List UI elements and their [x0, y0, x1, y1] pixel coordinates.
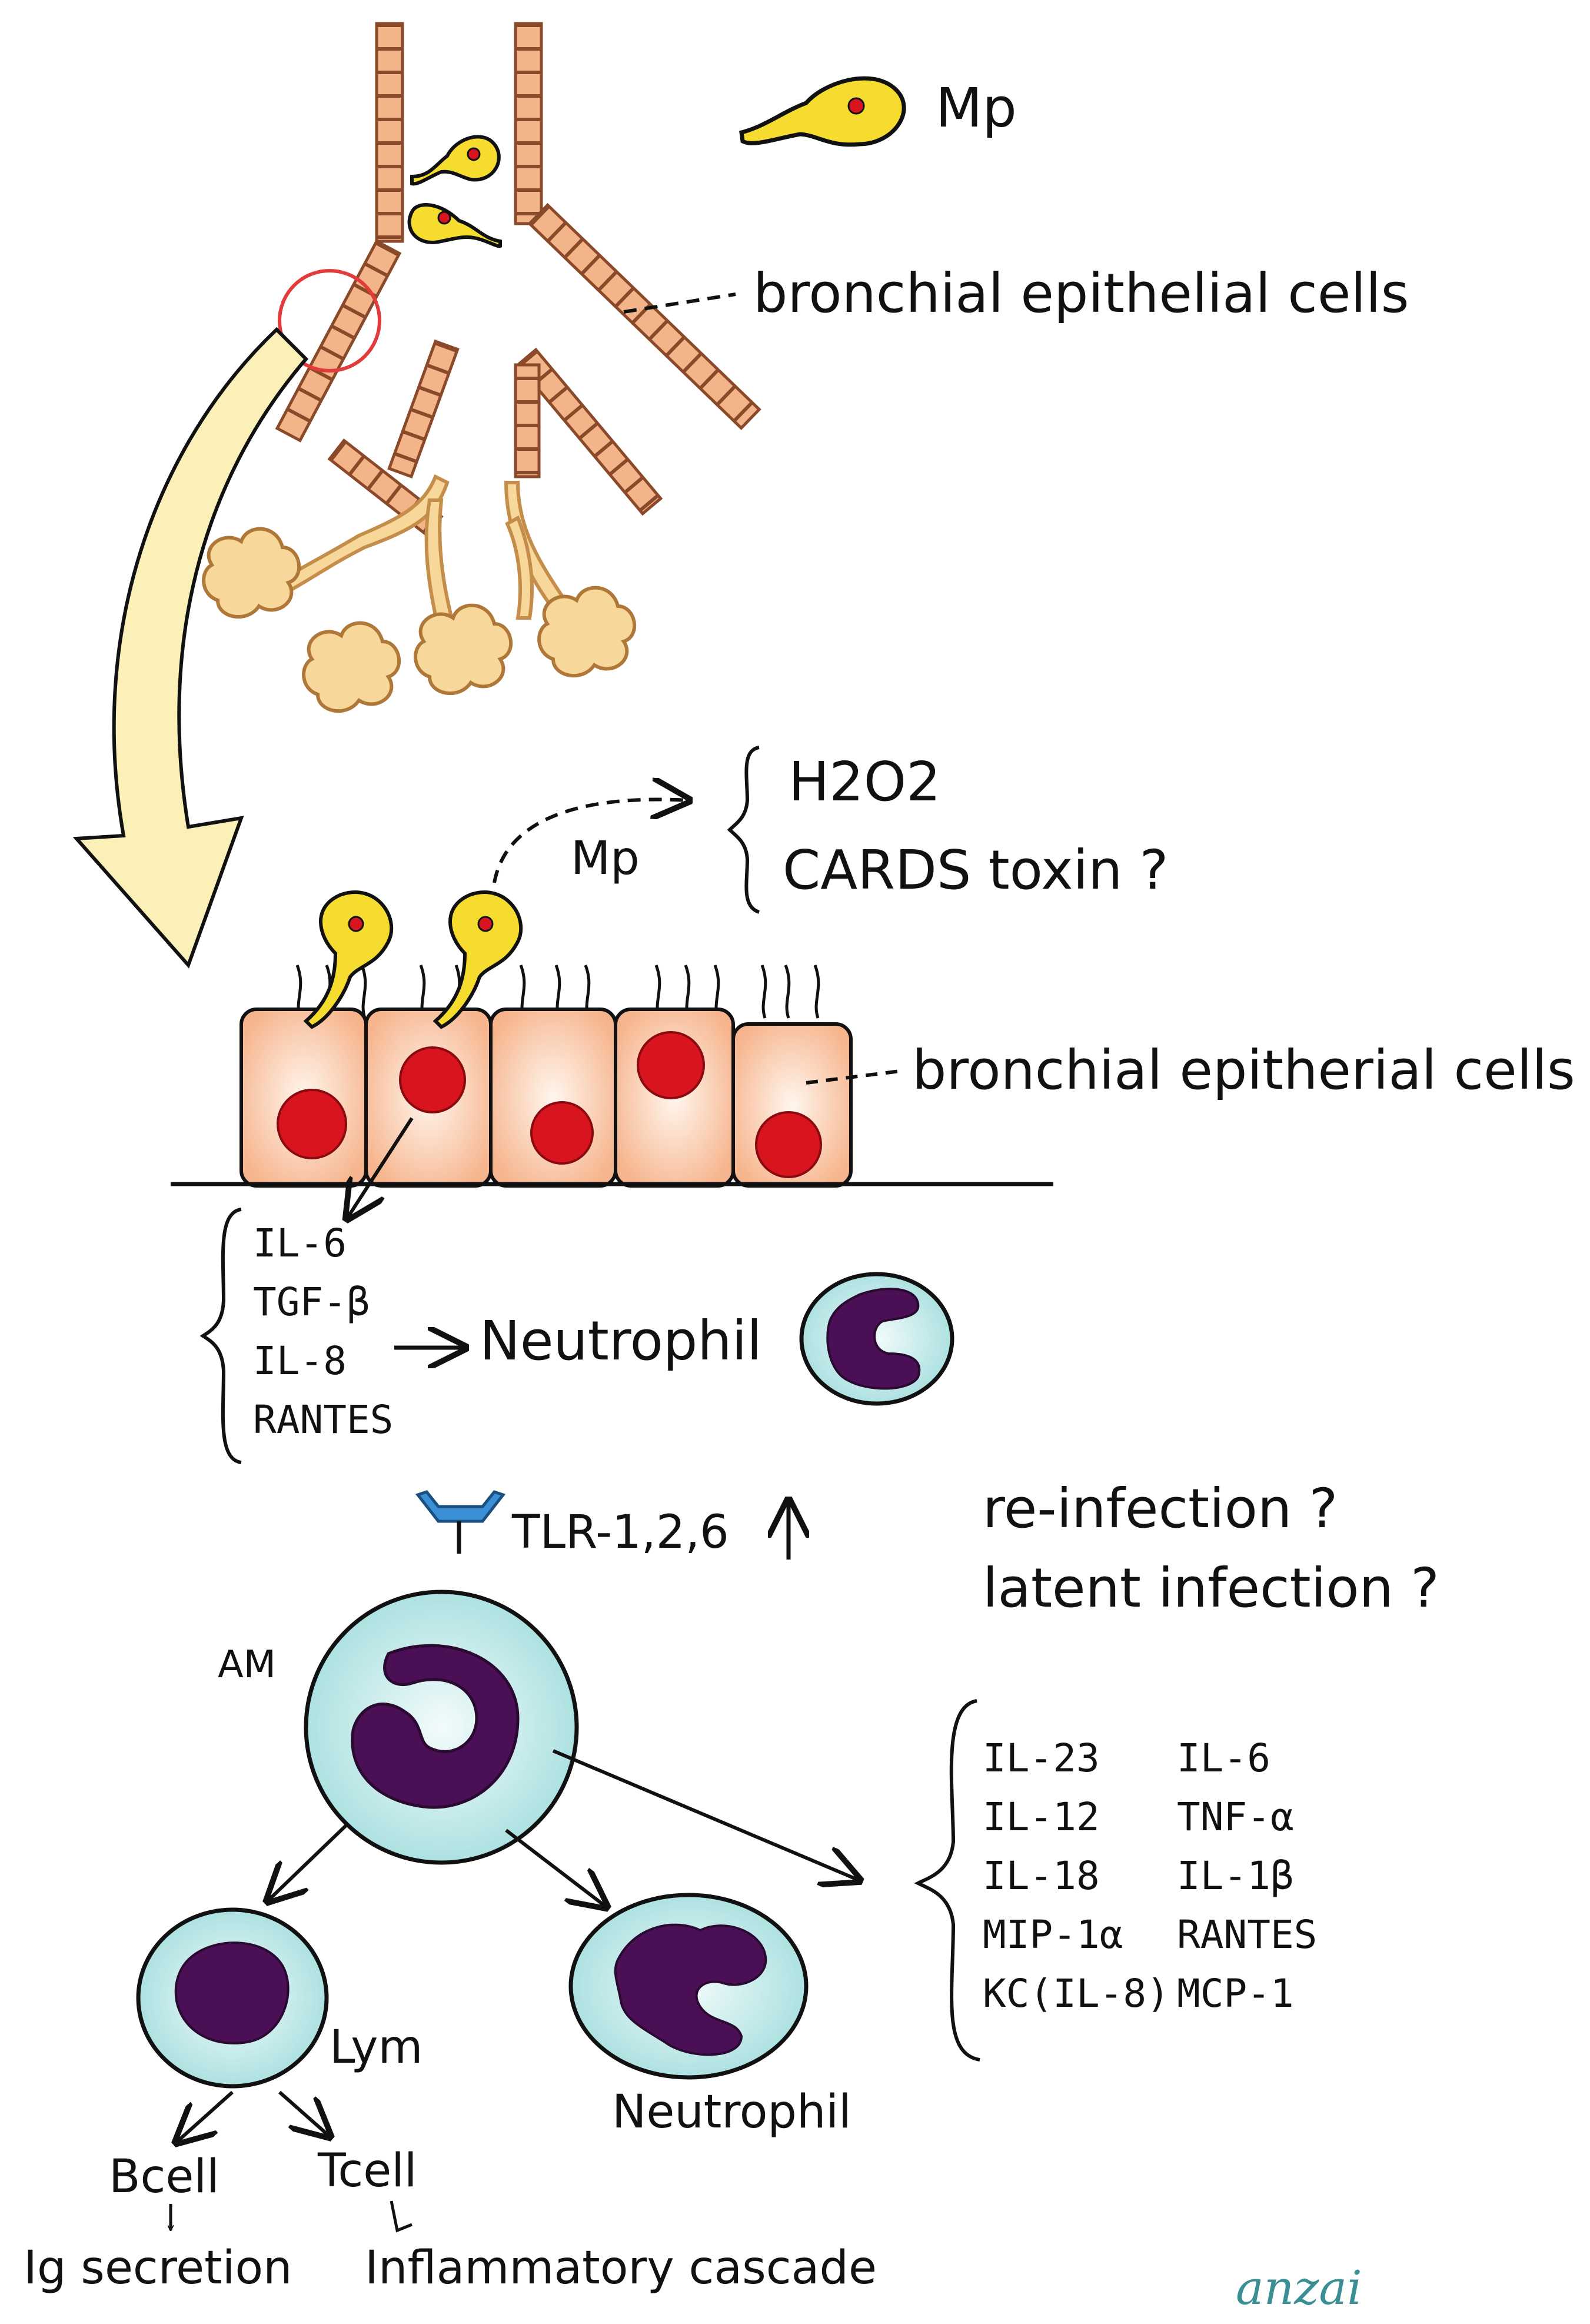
bcell-label: Bcell [109, 2150, 219, 2203]
trachea-wall-left [375, 22, 404, 243]
am-to-lym-arrow [268, 1823, 349, 1901]
neutrophil-1-nucleus [826, 1288, 920, 1390]
neutrophil-label-1: Neutrophil [480, 1309, 762, 1372]
am-label: AM [218, 1643, 276, 1687]
tlr-icon [415, 1490, 506, 1523]
am-cytokine-il6: IL-6 [1177, 1735, 1270, 1781]
alveoli-left [202, 527, 301, 619]
epithelium-cells-label: bronchial epitherial cells [912, 1039, 1575, 1102]
neutrophil-1 [799, 1272, 954, 1406]
cytokine-il6: IL-6 [253, 1221, 347, 1266]
am-cytokines: IL-23 IL-12 IL-18 MIP-1α KC(IL-8) IL-6 T… [914, 1699, 1317, 2062]
am-to-cytokines-arrow [552, 1749, 859, 1880]
mp-legend-body-icon [739, 76, 906, 147]
cytokine-tgf-beta: TGF-β [253, 1279, 370, 1325]
cell-to-cytokines-arrow [347, 1117, 414, 1218]
trachea-wall-right [514, 22, 543, 225]
epithelium-label-leader [806, 1069, 901, 1085]
am-cytokine-tnfa: TNF-α [1177, 1794, 1294, 1840]
mp-legend-label: Mp [936, 77, 1017, 139]
airway-label-leader [623, 292, 736, 314]
tcell-to-inflammation-arrow [390, 2200, 413, 2233]
mp-attached-1 [303, 890, 394, 1029]
am-cytokine-il12: IL-12 [983, 1794, 1100, 1840]
am-cytokine-il1b: IL-1β [1177, 1853, 1294, 1899]
mp-in-trachea [407, 135, 502, 248]
epithelium-mp-label: Mp [571, 832, 640, 885]
alveolar-macrophage: AM [218, 1590, 859, 1907]
tcell-label: Tcell [317, 2145, 417, 2197]
lym-label: Lym [330, 2021, 423, 2074]
mp-legend-nucleus-icon [847, 97, 865, 115]
inflammatory-cascade-label: Inflammatory cascade [365, 2242, 877, 2295]
am-cytokine-il18: IL-18 [983, 1853, 1100, 1899]
am-cell [304, 1590, 579, 1865]
alveoli-mid [414, 603, 513, 695]
am-cytokine-mcp1: MCP-1 [1177, 1971, 1294, 2016]
mp-attached-2 [433, 890, 523, 1029]
epithelial-layer: Mp H2O2 CARDS toxin ? bronchial epitheri… [171, 746, 1575, 1218]
cytokine-brace [199, 1208, 242, 1464]
lym-nucleus [174, 1941, 290, 2044]
airway-tree: bronchial epithelial cells [202, 22, 1409, 713]
bronchioles [274, 474, 568, 633]
zoom-arrow [72, 327, 309, 969]
airway-epithelium-label: bronchial epithelial cells [753, 262, 1409, 325]
mp-products-arrow [493, 800, 688, 883]
tlr-receptor: TLR-1,2,6 [415, 1490, 789, 1560]
cytokine-rantes: RANTES [253, 1397, 393, 1442]
mp-legend: Mp [739, 76, 1017, 147]
alveoli [202, 527, 636, 713]
am-to-neutrophil-arrow [505, 1828, 606, 1907]
question-latent-infection: latent infection ? [983, 1557, 1439, 1620]
lymphocyte: Lym Bcell Tcell Ig secretion Inflammator… [24, 1907, 877, 2295]
neutrophil-2: Neutrophil [568, 1893, 851, 2139]
products-brace [727, 746, 760, 914]
product-h2o2: H2O2 [789, 750, 941, 813]
lym-to-bcell-arrow [177, 2090, 234, 2142]
question-reinfection: re-infection ? [983, 1477, 1338, 1540]
alveoli-mid-left [302, 621, 401, 713]
am-cytokine-mip1a: MIP-1α [983, 1912, 1123, 1957]
product-cards-toxin: CARDS toxin ? [783, 839, 1169, 902]
signature: anzai [1236, 2260, 1362, 2315]
epithelial-cytokines: IL-6 TGF-β IL-8 RANTES Neutrophil [199, 1208, 954, 1464]
bronchus-wall-right-inner [515, 347, 663, 516]
am-nucleus [351, 1644, 520, 1809]
tlr-label: TLR-1,2,6 [511, 1506, 729, 1559]
am-cytokine-brace [914, 1699, 980, 2062]
ig-secretion-label: Ig secretion [24, 2242, 292, 2295]
bronchus-wall-middle [514, 363, 541, 478]
cytokine-il8: IL-8 [253, 1338, 347, 1384]
neutrophil-label-2: Neutrophil [612, 2086, 851, 2139]
lym-to-tcell-arrow [278, 2090, 330, 2136]
am-cytokine-il23: IL-23 [983, 1735, 1100, 1781]
epithelial-nuclei [277, 1031, 822, 1178]
alveoli-right [537, 586, 636, 677]
highlight-circle [278, 269, 381, 373]
bronchus-wall-mid-left [387, 339, 460, 479]
neutrophil-2-nucleus [614, 1923, 767, 2056]
am-cytokine-rantes: RANTES [1177, 1912, 1317, 1957]
am-cytokine-kc-il8: KC(IL-8) [983, 1971, 1170, 2016]
